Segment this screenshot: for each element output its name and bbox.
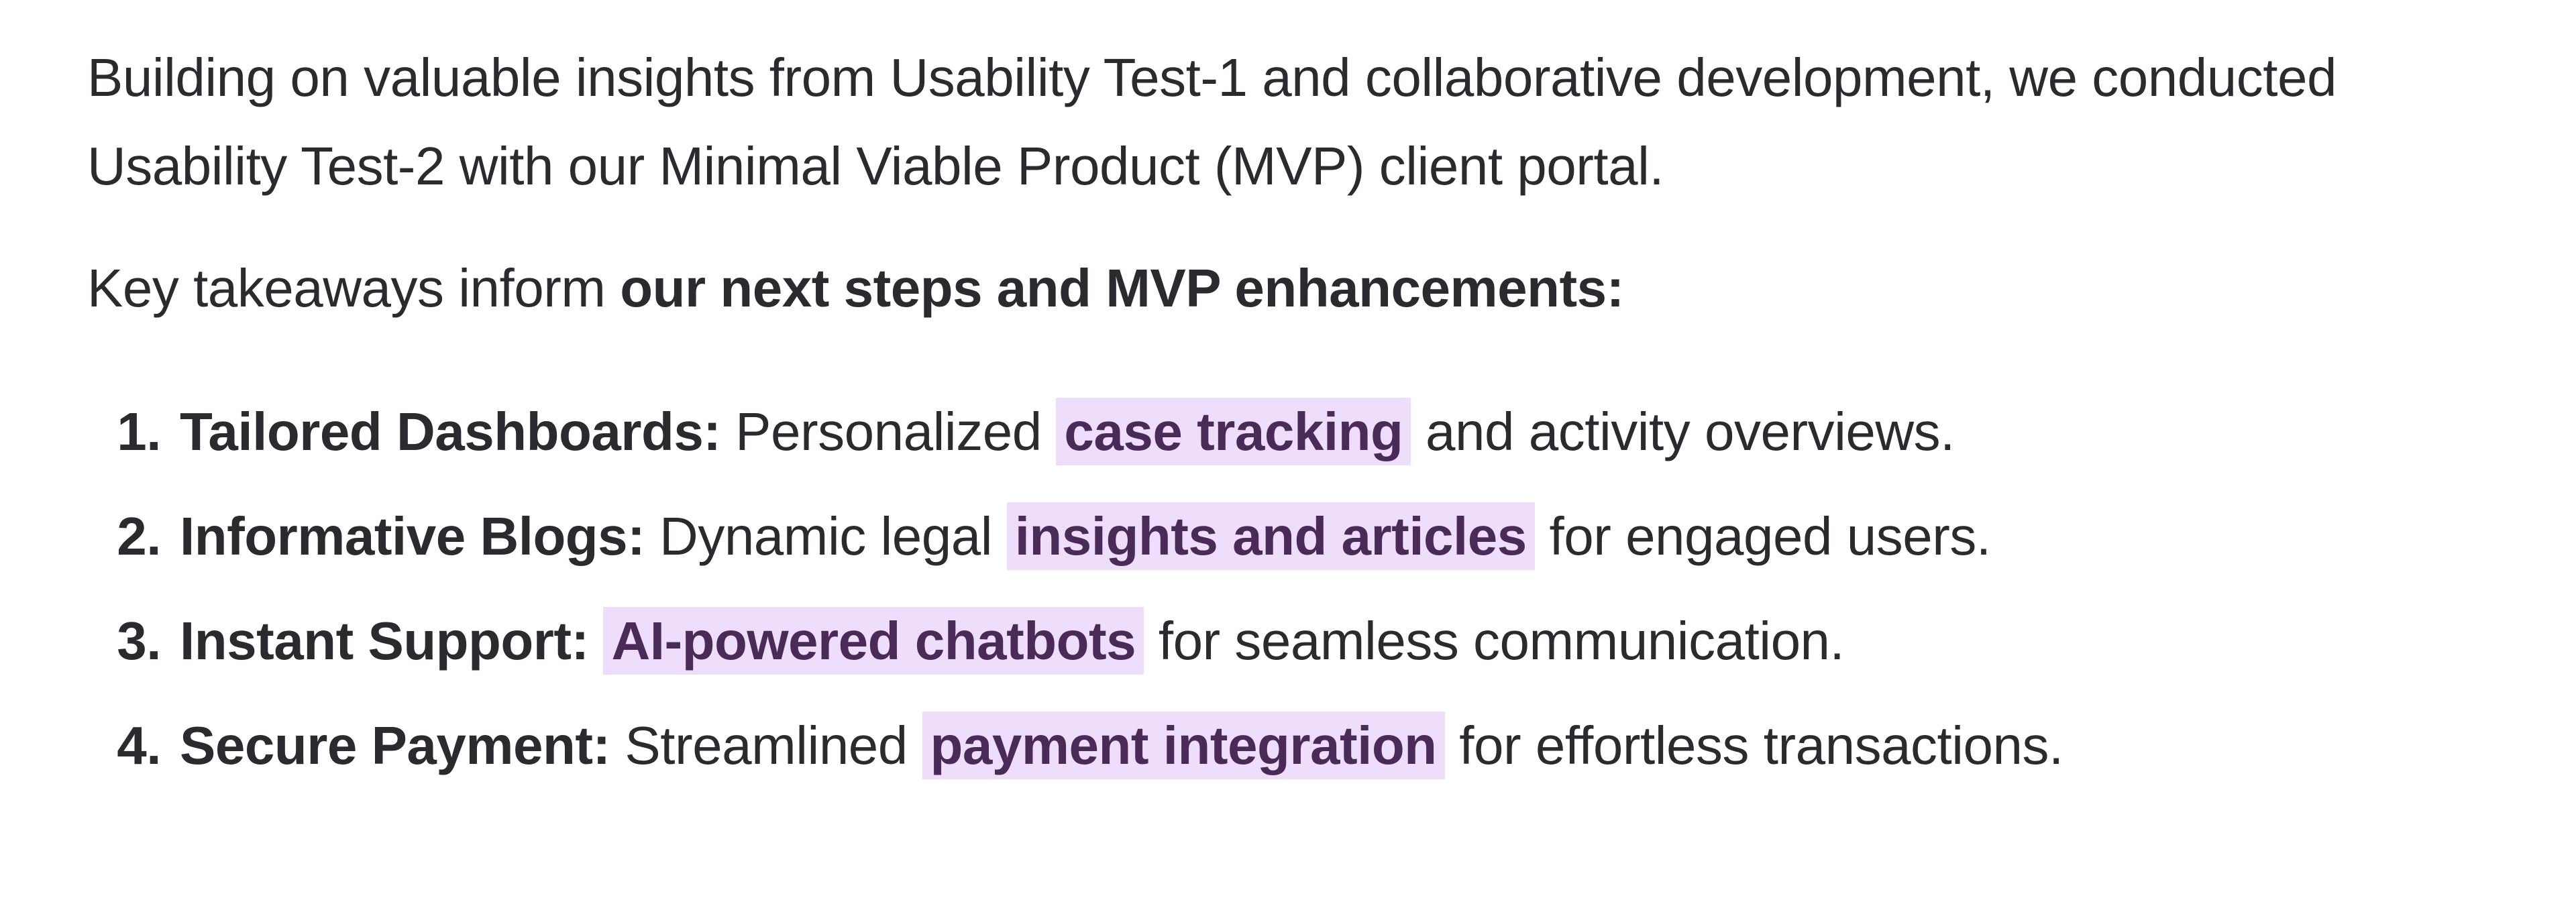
intro-paragraph: Building on valuable insights from Usabi… xyxy=(87,48,2337,196)
list-item-text: for effortless transactions. xyxy=(1444,716,2063,775)
takeaways-lead-bold: our next steps and MVP enhancements: xyxy=(620,258,1624,318)
list-item-number: 4. xyxy=(117,716,161,775)
takeaways-list: 1. Tailored Dashboards: Personalized case… xyxy=(87,380,2502,798)
takeaways-lead: Key takeaways inform xyxy=(87,258,621,318)
list-item-text: Streamlined xyxy=(610,716,922,775)
list-item-text: for engaged users. xyxy=(1534,506,1991,566)
list-item-title: Instant Support: xyxy=(180,611,589,671)
list-item-number: 2. xyxy=(117,506,161,566)
highlighted-phrase: case tracking xyxy=(1056,398,1411,465)
list-item-title: Informative Blogs: xyxy=(180,506,645,566)
list-item-number: 3. xyxy=(117,611,161,671)
list-item-title: Tailored Dashboards: xyxy=(180,402,721,461)
highlighted-phrase: payment integration xyxy=(922,712,1445,779)
list-item-title: Secure Payment: xyxy=(180,716,610,775)
highlighted-phrase: AI-powered chatbots xyxy=(603,607,1144,675)
list-item-text: for seamless communication. xyxy=(1144,611,1845,671)
list-item-text: Personalized xyxy=(720,402,1057,461)
list-item-text: and activity overviews. xyxy=(1411,402,1955,461)
list-item: 2. Informative Blogs: Dynamic legal insig… xyxy=(87,484,2502,589)
list-item-number: 1. xyxy=(117,402,161,461)
list-item-text: Dynamic legal xyxy=(645,506,1007,566)
highlighted-phrase: insights and articles xyxy=(1006,502,1535,570)
document-body: Building on valuable insights from Usabi… xyxy=(87,34,2502,798)
list-item: 3. Instant Support: AI-powered chatbots f… xyxy=(87,589,2502,693)
takeaways-paragraph: Key takeaways inform our next steps and … xyxy=(87,244,2502,333)
list-item: 1. Tailored Dashboards: Personalized case… xyxy=(87,380,2502,484)
list-item-text xyxy=(589,611,604,671)
list-item: 4. Secure Payment: Streamlined payment in… xyxy=(87,693,2502,798)
